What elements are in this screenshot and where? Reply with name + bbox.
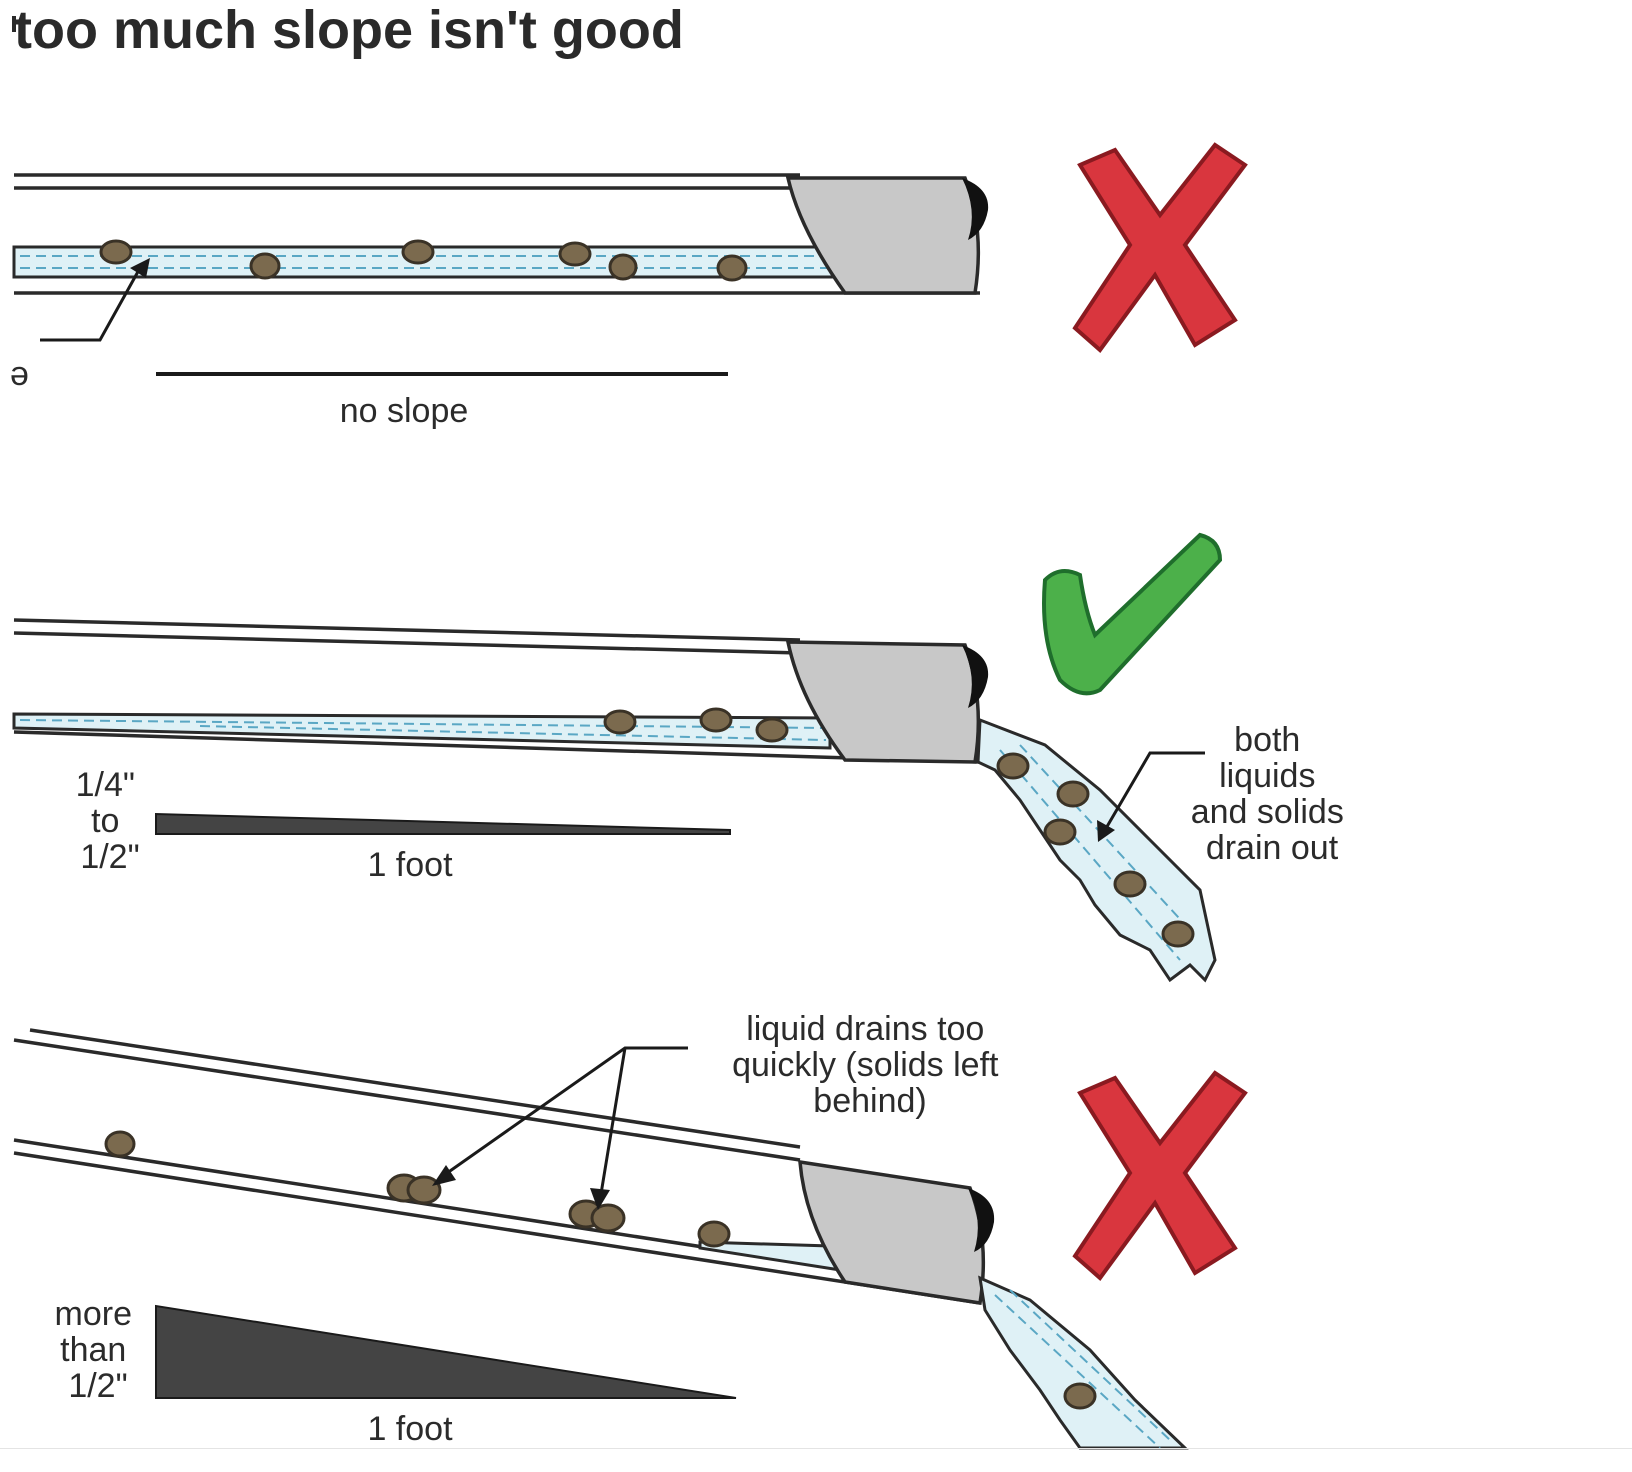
pipe-opening — [962, 178, 989, 240]
callout-arrow — [1103, 751, 1205, 831]
panel-correct-slope: both liquids and solids drain out 1/4" t… — [12, 532, 1354, 983]
outflow-stream — [978, 1275, 1189, 1450]
callout-arrows — [439, 1046, 688, 1201]
no-slope-label: no slope — [340, 392, 469, 430]
solid-particle — [603, 709, 637, 735]
solid-particle — [99, 239, 133, 265]
solid-particle — [406, 1175, 442, 1205]
solid-particle — [996, 752, 1030, 780]
solid-particle — [1161, 920, 1195, 948]
arrowhead — [1097, 820, 1115, 842]
solid-particle — [697, 1220, 731, 1248]
red-x-icon — [1072, 142, 1248, 353]
solid-particle — [1043, 818, 1077, 846]
solid-particle — [699, 707, 733, 733]
solid-particle — [590, 1203, 626, 1233]
panel-too-much-slope: liquid drains too quickly (solids left b… — [13, 1010, 1248, 1450]
one-foot-label: 1 foot — [367, 1410, 453, 1448]
solid-particle — [249, 252, 281, 280]
diagram-title: too much slope isn't good — [14, 0, 684, 60]
arrowhead — [130, 258, 150, 278]
solid-particle — [1063, 1382, 1097, 1410]
solid-particle — [755, 717, 789, 743]
one-foot-label: 1 foot — [367, 846, 453, 884]
side-label-more-than-half: more than 1/2" — [55, 1295, 142, 1405]
outflow-ripples — [999, 744, 1191, 961]
cut-label-fragment: ə — [10, 355, 29, 393]
solid-particle — [104, 1130, 136, 1158]
slope-wedge-steep — [155, 1304, 737, 1399]
arrowhead — [590, 1188, 610, 1210]
image-bottom-border — [0, 1448, 1632, 1449]
pipe-top-inner — [13, 631, 801, 655]
pipe-opening — [968, 1188, 995, 1252]
side-label-quarter-to-half: 1/4" to 1/2" — [76, 766, 145, 876]
callout-arrow — [40, 267, 142, 342]
panel-no-slope: ə no slope — [10, 142, 1248, 430]
pipe-top-outer — [13, 1038, 801, 1162]
pipe-bottom-outer — [13, 1151, 981, 1305]
solid-particle — [558, 241, 592, 267]
pipe-bottom-outer — [13, 730, 981, 764]
title-cut-letter — [12, 16, 16, 32]
arrowhead — [432, 1165, 456, 1186]
slope-wedge-quarter-half — [155, 812, 731, 835]
callout-liquid-drains: liquid drains too quickly (solids left b… — [732, 1010, 1008, 1120]
red-x-icon — [1072, 1070, 1248, 1281]
solid-particle — [1113, 870, 1147, 898]
solid-particle — [608, 253, 638, 281]
green-check-icon — [1042, 532, 1223, 696]
callout-both-liquids: both liquids and solids drain out — [1191, 721, 1354, 867]
pipe-opening — [962, 645, 989, 708]
solid-particle — [1056, 780, 1090, 808]
pipe-top-inner — [29, 1028, 801, 1149]
outflow-ripples — [994, 1289, 1171, 1449]
water-ripples — [19, 719, 827, 741]
solid-particle — [401, 239, 435, 265]
pipe-end-cap — [798, 1159, 986, 1305]
solid-particle — [716, 254, 748, 282]
outflow-stream — [976, 717, 1217, 983]
pipe-top-outer — [13, 618, 801, 642]
